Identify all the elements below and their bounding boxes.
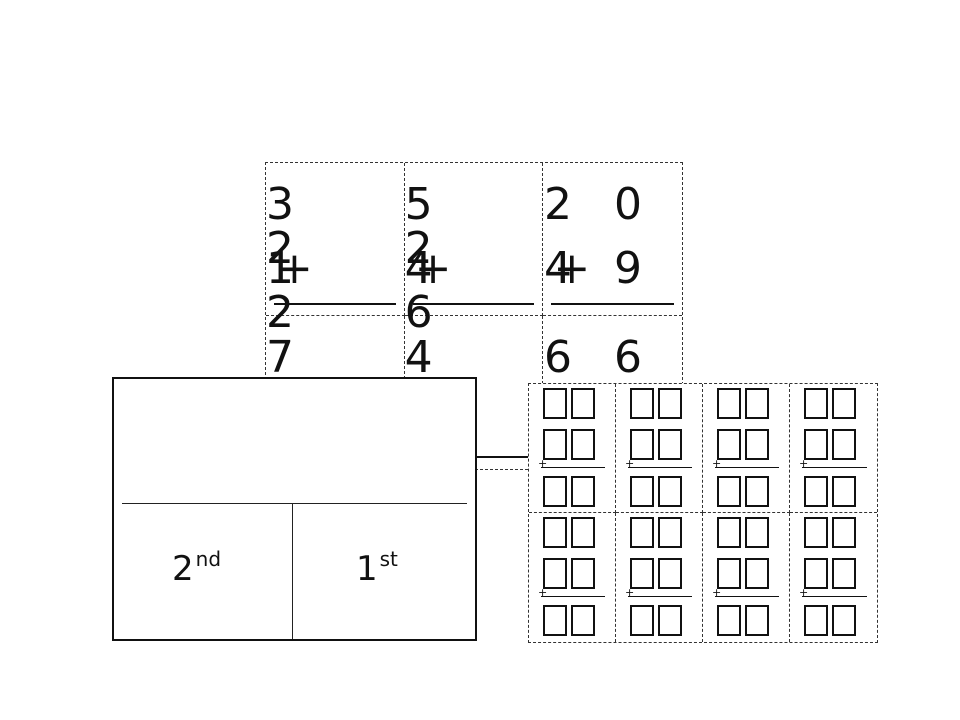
bottom-number: 1 2 [266, 243, 308, 338]
answer-cell: + [529, 384, 616, 513]
bottom-number: 4 6 [404, 243, 447, 338]
plus-sign: + [712, 586, 722, 599]
digit-box [804, 476, 828, 507]
digit-box [571, 605, 595, 636]
digit-box [658, 605, 682, 636]
plus-sign: + [799, 457, 809, 470]
answer-line [541, 467, 605, 468]
top-number: 3 2 [266, 179, 308, 274]
blank-box-worksheet: + + + + + + + + [528, 383, 878, 643]
plus-sign: + [625, 586, 635, 599]
digit-box [571, 558, 595, 589]
top-number: 2 0 [544, 179, 656, 230]
digit-box [717, 429, 741, 460]
answer-line [412, 303, 535, 305]
digit-box [832, 605, 856, 636]
digit-box [804, 517, 828, 548]
plus-sign: + [553, 243, 591, 294]
problem-card: 2 0 + 4 9 [543, 163, 682, 316]
answer-line [274, 303, 396, 305]
answer-cell: + [790, 384, 877, 513]
digit-box [717, 388, 741, 419]
digit-box [717, 558, 741, 589]
problem-card: 3 2 + 1 2 [266, 163, 405, 335]
plus-sign: + [712, 457, 722, 470]
digit-box [717, 476, 741, 507]
digit-box [630, 429, 654, 460]
mat-divider-vertical [292, 503, 293, 639]
digit-box [658, 429, 682, 460]
answer-line [802, 596, 867, 597]
answer-cell: + [616, 513, 703, 642]
problem-card: 6 6 [543, 316, 682, 469]
digit-box [571, 388, 595, 419]
digit-box [832, 429, 856, 460]
digit-box [543, 388, 567, 419]
digit-box [832, 388, 856, 419]
digit-box [745, 605, 769, 636]
answer-line [551, 303, 674, 305]
problem-card: 5 2 + 4 6 [404, 163, 544, 335]
digit-box [804, 605, 828, 636]
plus-sign: + [538, 457, 548, 470]
digit-box [745, 517, 769, 548]
digit-box [630, 605, 654, 636]
digit-box [571, 517, 595, 548]
plus-sign: + [538, 586, 548, 599]
digit-box [543, 605, 567, 636]
top-number: 6 6 [544, 332, 656, 383]
bottom-number: 4 9 [544, 243, 656, 294]
digit-box [717, 605, 741, 636]
answer-cell: + [790, 513, 877, 642]
digit-box [543, 476, 567, 507]
digit-box [804, 388, 828, 419]
digit-box [745, 388, 769, 419]
digit-box [745, 476, 769, 507]
digit-box [804, 429, 828, 460]
digit-box [543, 517, 567, 548]
digit-box [658, 476, 682, 507]
digit-box [571, 476, 595, 507]
digit-box [832, 517, 856, 548]
answer-line [715, 467, 779, 468]
digit-box [658, 558, 682, 589]
answer-cell: + [703, 513, 790, 642]
answer-cell: + [616, 384, 703, 513]
top-number: 5 2 [404, 179, 447, 274]
digit-box [658, 517, 682, 548]
digit-box [543, 558, 567, 589]
answer-line [628, 467, 692, 468]
digit-box [543, 429, 567, 460]
plus-sign: + [625, 457, 635, 470]
answer-line [715, 596, 779, 597]
digit-box [745, 558, 769, 589]
answer-line [541, 596, 605, 597]
digit-box [630, 517, 654, 548]
digit-box [832, 476, 856, 507]
digit-box [658, 388, 682, 419]
digit-box [832, 558, 856, 589]
digit-box [804, 558, 828, 589]
digit-box [571, 429, 595, 460]
answer-line [802, 467, 867, 468]
digit-box [630, 388, 654, 419]
answer-cell: + [703, 384, 790, 513]
plus-sign: + [276, 243, 313, 294]
digit-box [717, 517, 741, 548]
mat-divider-horizontal [122, 503, 467, 504]
digit-box [630, 476, 654, 507]
plus-sign: + [414, 243, 452, 294]
answer-cell: + [529, 513, 616, 642]
plus-sign: + [799, 586, 809, 599]
digit-box [630, 558, 654, 589]
answer-line [628, 596, 692, 597]
digit-box [745, 429, 769, 460]
